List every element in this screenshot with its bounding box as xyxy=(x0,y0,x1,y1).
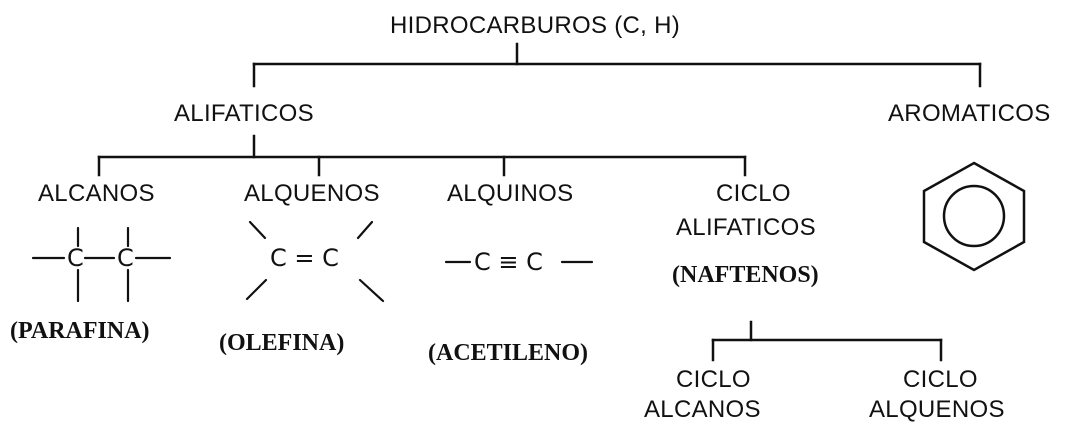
cycloalkanes-label-line1: CICLO xyxy=(676,366,751,393)
alkane-carbon-1: C xyxy=(67,244,84,272)
aliphatic-label: ALIFATICOS xyxy=(174,100,314,127)
cycloaliphatic-label-line2: ALIFATICOS xyxy=(676,214,816,241)
benzene-ring-icon xyxy=(922,161,1026,272)
cycloalkenes-label-line2: ALQUENOS xyxy=(869,396,1005,423)
naphthenes-label: (NAFTENOS) xyxy=(672,262,819,288)
olefin-label: (OLEFINA) xyxy=(219,330,345,356)
root-label: HIDROCARBUROS (C, H) xyxy=(390,12,681,39)
alkenes-label: ALQUENOS xyxy=(244,180,380,207)
acetylene-label: (ACETILENO) xyxy=(428,340,589,366)
cycloalkanes-label-line2: ALCANOS xyxy=(644,396,761,423)
paraffin-label: (PARAFINA) xyxy=(10,318,150,344)
cycloaliphatic-label-line1: CICLO xyxy=(716,180,791,207)
alkanes-label: ALCANOS xyxy=(38,180,155,207)
alkene-structure xyxy=(245,220,385,303)
aromatic-label: AROMATICOS xyxy=(888,100,1051,127)
alkyne-triple-bond: C ≡ C xyxy=(474,248,543,276)
alkene-double-bond: C = C xyxy=(270,244,339,272)
alkane-carbon-2: C xyxy=(117,244,134,272)
alkynes-label: ALQUINOS xyxy=(447,180,574,207)
alkane-structure xyxy=(31,226,172,303)
cycloalkenes-label-line1: CICLO xyxy=(903,366,978,393)
